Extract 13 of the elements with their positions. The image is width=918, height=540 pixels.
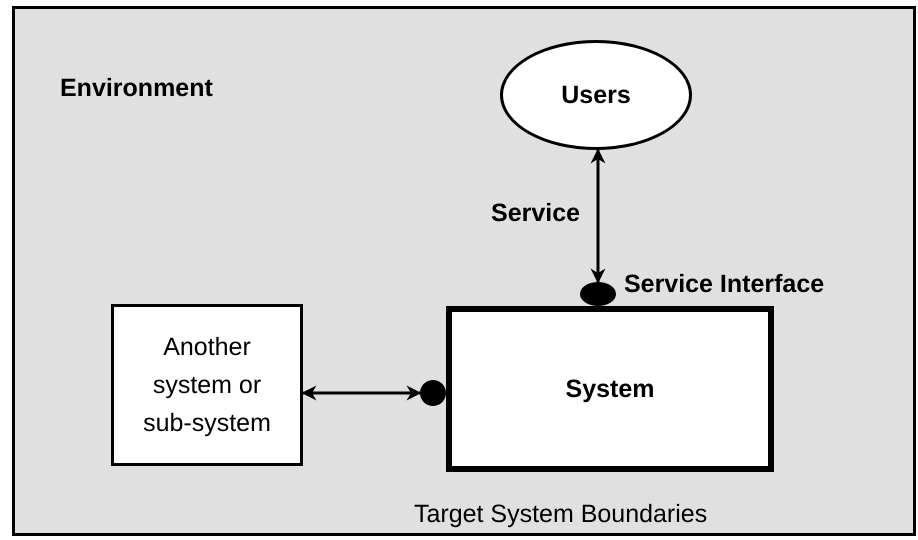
node-label: System <box>564 374 656 405</box>
double-arrow <box>302 386 422 400</box>
interface-dot <box>580 282 616 306</box>
interface-dot <box>420 380 446 406</box>
interface-label: Service Interface <box>624 270 824 299</box>
system-boundary-box <box>446 306 774 472</box>
system-box <box>111 304 303 466</box>
environment-panel <box>12 6 916 536</box>
panel-heading: Environment <box>60 73 213 104</box>
boundary-caption: Target System Boundaries <box>414 500 708 529</box>
node-label: Users <box>560 80 632 111</box>
node-label: Another system or sub-system <box>142 332 272 439</box>
double-arrow <box>590 148 606 284</box>
